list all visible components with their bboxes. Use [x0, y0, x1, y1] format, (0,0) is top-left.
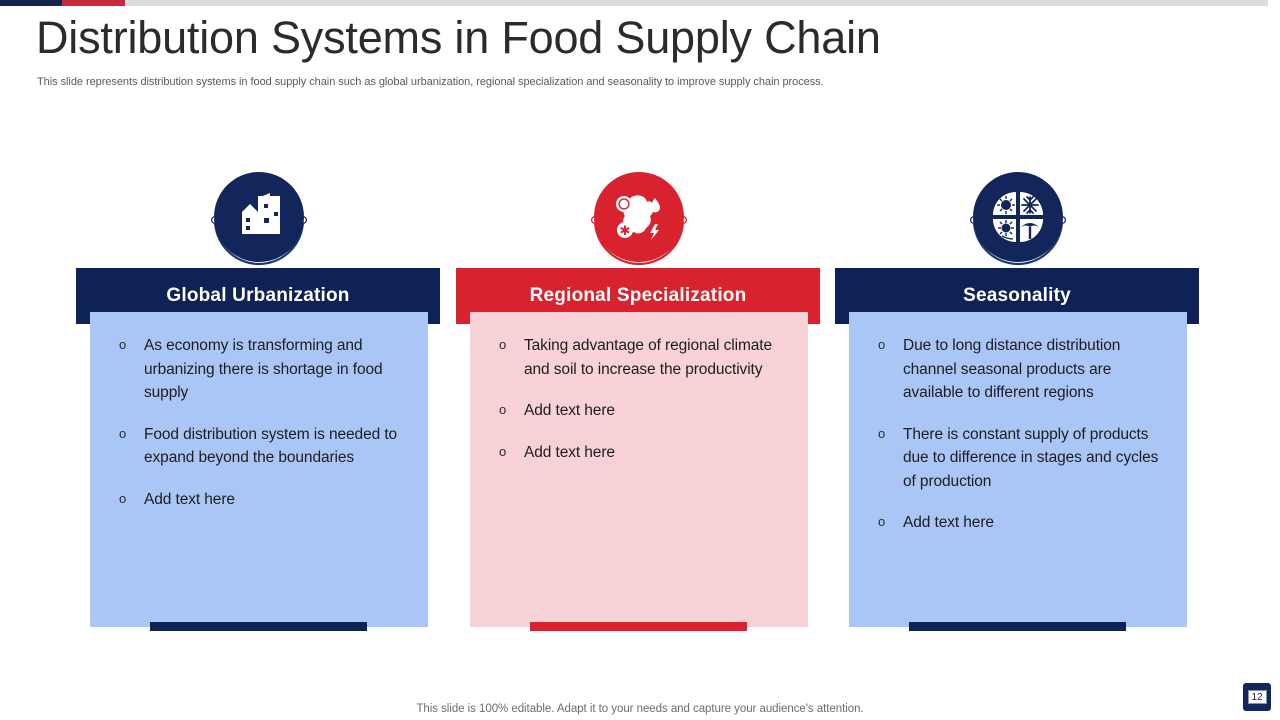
- footer-note: This slide is 100% editable. Adapt it to…: [416, 703, 864, 715]
- top-accent-segment-gray: [125, 0, 1268, 6]
- card-title: Regional Specialization: [529, 285, 747, 306]
- card-title: Seasonality: [963, 285, 1071, 306]
- list-item-text: Add text here: [524, 402, 615, 420]
- columns-container: Global Urbanization o As economy is tran…: [0, 160, 1280, 660]
- card-title: Global Urbanization: [166, 285, 350, 306]
- page-subtitle: This slide represents distribution syste…: [37, 76, 824, 88]
- icon-medallion-regional-specialization: ✱: [579, 160, 699, 275]
- list-item: o There is constant supply of products d…: [867, 423, 1171, 494]
- card-body-seasonality: o Due to long distance distribution chan…: [849, 312, 1187, 627]
- list-item: o Add text here: [867, 511, 1171, 535]
- city-buildings-icon: [242, 193, 280, 234]
- column-seasonality: Seasonality o Due to long distance distr…: [828, 160, 1208, 660]
- top-accent-segment-red: [62, 0, 125, 6]
- card-body-global-urbanization: o As economy is transforming and urbaniz…: [90, 312, 428, 627]
- column-global-urbanization: Global Urbanization o As economy is tran…: [69, 160, 449, 660]
- list-item: o Add text here: [488, 441, 792, 465]
- card-body-regional-specialization: o Taking advantage of regional climate a…: [470, 312, 808, 627]
- icon-medallion-seasonality: [958, 160, 1078, 275]
- icon-disc: [973, 172, 1063, 262]
- bullet-list: o As economy is transforming and urbaniz…: [108, 334, 412, 511]
- list-item: o As economy is transforming and urbaniz…: [108, 334, 412, 405]
- bullet-marker: o: [878, 425, 886, 441]
- list-item: o Add text here: [108, 488, 412, 512]
- bullet-marker: o: [119, 490, 127, 506]
- regional-climate-map-icon: ✱: [616, 195, 660, 240]
- page-number: 12: [1247, 690, 1267, 704]
- list-item-text: Add text here: [903, 514, 994, 532]
- icon-medallion-global-urbanization: [199, 160, 319, 275]
- list-item-text: There is constant supply of products due…: [903, 425, 1159, 490]
- bullet-marker: o: [499, 443, 507, 459]
- bullet-marker: o: [878, 514, 886, 530]
- list-item: o Add text here: [488, 399, 792, 423]
- page-number-badge: 12: [1243, 683, 1271, 711]
- list-item-text: As economy is transforming and urbanizin…: [144, 337, 383, 402]
- list-item-text: Add text here: [524, 443, 615, 461]
- bullet-marker: o: [499, 402, 507, 418]
- list-item-text: Add text here: [144, 490, 235, 508]
- card-accent-bar: [909, 622, 1126, 631]
- list-item: o Food distribution system is needed to …: [108, 423, 412, 470]
- list-item: o Due to long distance distribution chan…: [867, 334, 1171, 405]
- column-regional-specialization: ✱ Regional Specialization o Taking advan…: [449, 160, 829, 660]
- bullet-list: o Taking advantage of regional climate a…: [488, 334, 792, 464]
- svg-text:✱: ✱: [620, 224, 631, 239]
- page-title: Distribution Systems in Food Supply Chai…: [36, 12, 881, 63]
- bullet-marker: o: [119, 425, 127, 441]
- bullet-marker: o: [119, 337, 127, 352]
- icon-disc: [214, 172, 304, 262]
- top-accent-bar: [0, 0, 1268, 6]
- card-accent-bar: [530, 622, 747, 631]
- four-seasons-icon: [993, 192, 1043, 242]
- list-item-text: Due to long distance distribution channe…: [903, 337, 1121, 402]
- card-accent-bar: [150, 622, 367, 631]
- list-item: o Taking advantage of regional climate a…: [488, 334, 792, 381]
- bullet-marker: o: [499, 337, 507, 352]
- bullet-list: o Due to long distance distribution chan…: [867, 334, 1171, 535]
- icon-disc: ✱: [594, 172, 684, 262]
- top-accent-segment-navy: [0, 0, 62, 6]
- list-item-text: Taking advantage of regional climate and…: [524, 337, 773, 378]
- bullet-marker: o: [878, 337, 886, 352]
- list-item-text: Food distribution system is needed to ex…: [144, 425, 398, 467]
